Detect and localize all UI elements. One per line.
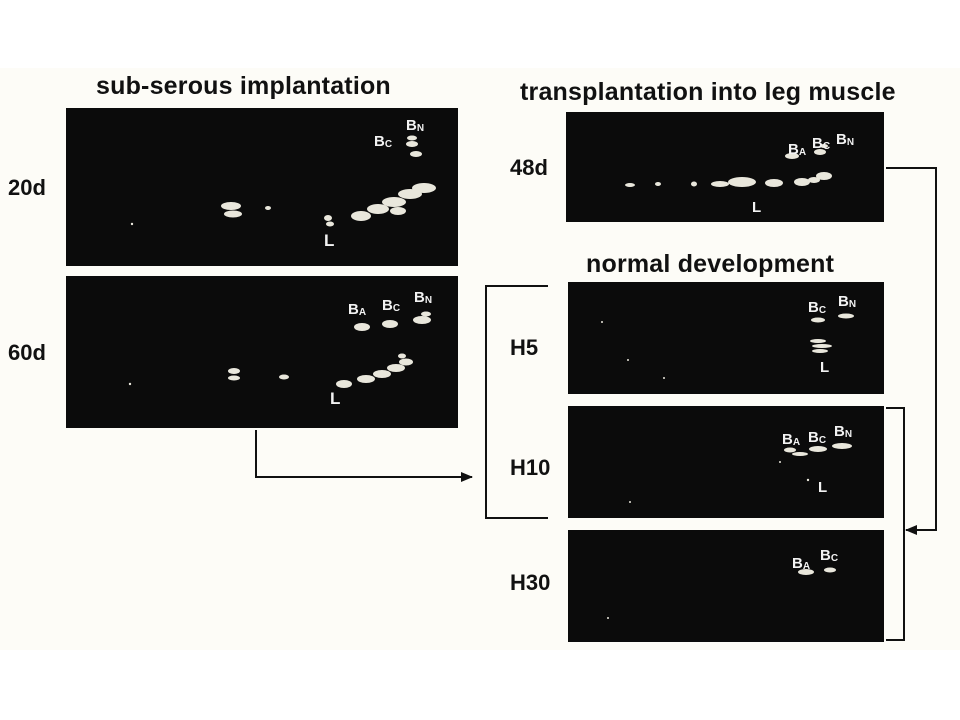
band-label-l: L	[752, 199, 762, 216]
band-label-bn: BN	[834, 423, 853, 440]
band-label-ba: BA	[348, 301, 367, 318]
band-label-bc: BC	[374, 133, 393, 150]
gel-bands-h5	[601, 313, 854, 379]
row-label-h30: H30	[510, 570, 551, 595]
band-label-l: L	[330, 389, 341, 408]
band-label-bc: BC	[382, 297, 401, 314]
gel-bands-60d	[128, 311, 431, 388]
band-label-bc: BC	[820, 547, 839, 564]
row-label-48d: 48d	[510, 155, 548, 180]
band-label-bn: BN	[836, 131, 855, 148]
band-label-bc: BC	[808, 429, 827, 446]
band-label-l: L	[818, 479, 828, 496]
band-label-bc: BC	[812, 135, 831, 152]
heading-normal-development: normal development	[586, 250, 835, 278]
gel-bands-20d	[130, 135, 436, 227]
gel-panel-h30: BA BC	[568, 530, 884, 642]
heading-transplantation-into-leg-muscle: transplantation into leg muscle	[520, 78, 896, 106]
gel-panel-60d: BA BC BN L	[66, 276, 458, 428]
gel-panel-20d: BC BN L	[66, 108, 458, 266]
band-label-l: L	[324, 231, 335, 250]
row-label-h5: H5	[510, 335, 539, 360]
band-label-bn: BN	[838, 293, 857, 310]
gel-panel-h10: BA BC BN L	[568, 406, 884, 518]
band-label-l: L	[820, 359, 830, 376]
band-label-ba: BA	[782, 431, 801, 448]
gel-bands-48d	[625, 144, 832, 187]
band-label-bn: BN	[406, 117, 425, 134]
gel-panel-h5: BC BN L	[568, 282, 884, 394]
gel-bands-h30	[607, 567, 836, 619]
row-label-60d: 60d	[8, 340, 46, 365]
heading-sub-serous-implantation: sub-serous implantation	[96, 72, 391, 100]
row-label-h10: H10	[510, 455, 551, 480]
band-label-bc: BC	[808, 299, 827, 316]
band-label-bn: BN	[414, 289, 433, 306]
gel-bands-h10	[629, 443, 852, 503]
row-label-20d: 20d	[8, 175, 46, 200]
gel-panel-48d: BA BC BN L	[566, 112, 884, 222]
band-label-ba: BA	[788, 141, 807, 158]
band-label-ba: BA	[792, 555, 811, 572]
